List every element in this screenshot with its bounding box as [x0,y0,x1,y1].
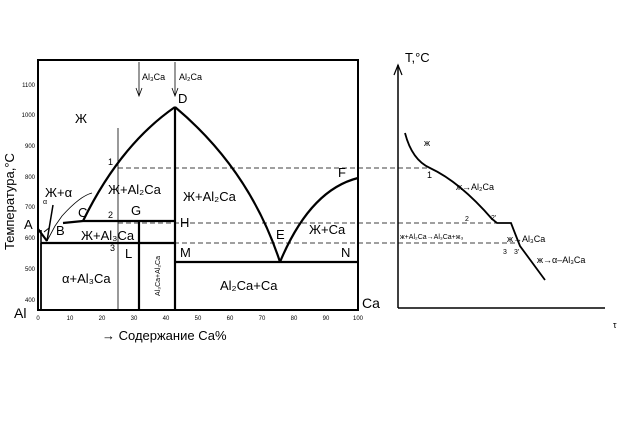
alpha-boundary [40,204,54,243]
point-e: E [276,227,285,242]
liquidus-e-f [278,176,359,263]
y-ticks: 1100 1000 900 800 700 600 500 400 [22,83,36,304]
region-alpha-al3ca: α+Al₃Ca [62,271,111,286]
stage-point-1: 1 [427,170,432,180]
cooling-x-label: τ [613,320,617,330]
al3ca-marker-arrow [135,87,143,98]
y-tick: 900 [25,144,36,150]
al2ca-marker-label: Al₂Ca [179,72,202,82]
alpha-wedge [43,227,50,233]
region-l-al2ca-right: Ж+Al₂Ca [183,189,237,204]
y-tick: 400 [25,298,36,304]
x-tick: 90 [323,316,330,322]
x-tick: 70 [259,316,266,322]
x-ticks: 0 10 20 30 40 50 60 70 80 90 100 [36,316,363,322]
alpha-small-label: α [43,199,47,206]
region-l-al2ca-left: Ж+Al₂Ca [108,182,162,197]
element-ca-label: Ca [362,295,380,311]
point-h: H [180,215,189,230]
stage-liquid: ж [424,138,430,148]
y-tick: 500 [25,267,36,273]
x-axis-label: → Содержание Са% [102,328,227,343]
alloy-mark-3: 3 [110,243,115,253]
y-axis-label: Температура,°С [2,153,17,250]
alloy-mark-2: 2 [108,210,113,220]
liquidus-d-e [174,106,282,263]
projection-lines [118,167,518,244]
point-a: A [24,217,33,232]
stage-point-2: 2 [465,216,469,223]
region-l-ca: Ж+Ca [309,222,346,237]
y-tick: 1000 [22,113,36,119]
cooling-y-arrow [393,63,403,76]
x-tick: 60 [227,316,234,322]
stage-point-3prime: 3' [514,249,519,256]
point-b: B [56,223,65,238]
point-d: D [178,91,187,106]
y-tick: 700 [25,205,36,211]
x-tick: 20 [99,316,106,322]
point-l: L [125,246,132,261]
region-l-alpha: Ж+α [45,185,73,200]
phase-boundaries [37,106,359,310]
point-c: C [78,205,87,220]
x-tick: 10 [67,316,74,322]
alloy-mark-1: 1 [108,157,113,167]
element-al-label: Al [14,305,26,321]
y-tick: 800 [25,175,36,181]
x-tick: 0 [36,316,40,322]
diagram-frame [37,59,359,311]
stage-eutectic: ж→α–Al₃Ca [537,255,585,265]
stage-l-to-al2ca: ж→Al₂Ca [456,182,494,192]
cooling-curve [404,132,546,281]
region-liquid: Ж [75,111,87,126]
cooling-axes [397,65,605,309]
stage-peritectic: ж+Al₂Ca→Al₃Ca+ж₃ [400,234,463,241]
x-tick: 100 [353,316,364,322]
y-tick: 1100 [22,83,36,89]
region-al2ca-ca: Al₂Ca+Ca [220,278,278,293]
peritectic-h-line [62,219,175,225]
point-g: G [131,203,141,218]
point-n: N [341,245,350,260]
al2ca-marker-arrow [171,87,179,98]
x-tick: 80 [291,316,298,322]
point-f: F [338,165,346,180]
region-al3ca-al2ca: Al₃Ca+Al₂Ca [155,256,162,296]
stage-l-to-al3ca: ж→Al₃Ca [507,234,545,244]
liquidus-a-b [37,228,48,242]
stage-point-2prime: 2' [491,215,496,222]
x-tick: 50 [195,316,202,322]
al3ca-marker-label: Al₃Ca [142,72,165,82]
liquidus-b-c-fine [46,192,93,242]
x-tick: 30 [131,316,138,322]
region-l-al3ca: Ж+Al₃Ca [81,228,135,243]
liquidus-c-d [82,106,176,222]
point-m: M [180,245,191,260]
y-tick: 600 [25,236,36,242]
stage-point-3: 3 [503,249,507,256]
x-tick: 40 [163,316,170,322]
cooling-y-label: T,°C [405,50,430,65]
